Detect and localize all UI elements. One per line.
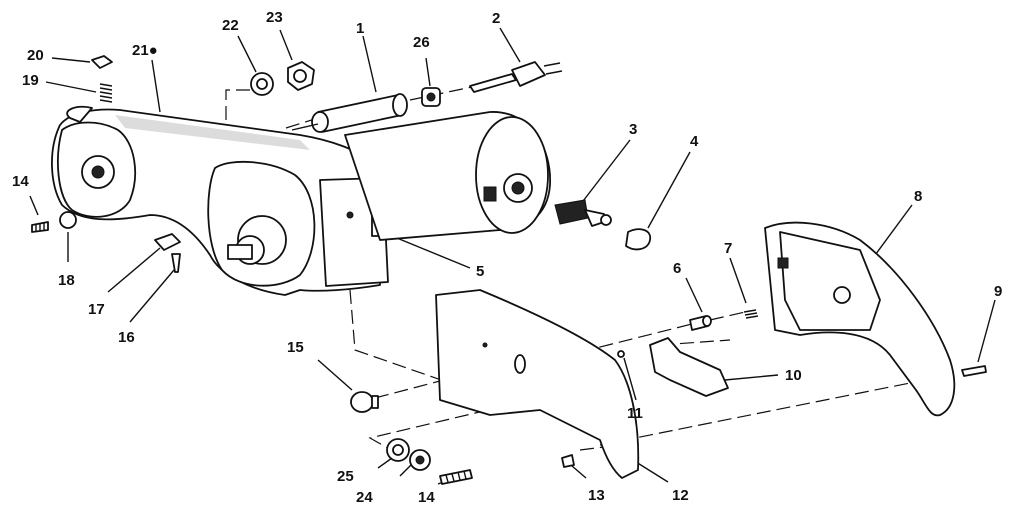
callout-14-left: 14	[12, 173, 29, 190]
motor-cylinder	[344, 111, 551, 241]
callout-12: 12	[672, 487, 689, 504]
callout-20: 20	[27, 47, 44, 64]
leader-lines	[29, 27, 996, 485]
callout-14-bottom: 14	[418, 489, 435, 506]
callout-labels: 1 2 3 4 5 6 7 8 9 10 11 12 13 14 14 15 1…	[12, 9, 1002, 506]
callout-6: 6	[673, 260, 681, 277]
spring-and-knob-parts	[91, 55, 113, 103]
callout-26: 26	[413, 34, 430, 51]
left-fastener-parts	[31, 211, 181, 273]
right-small-parts	[561, 309, 987, 468]
callout-11: 11	[627, 405, 643, 422]
callout-4: 4	[690, 133, 699, 150]
knob-part	[350, 391, 379, 413]
spindle-shaft-part	[291, 93, 408, 133]
callout-5: 5	[476, 263, 484, 280]
bushing-part	[421, 87, 441, 107]
callout-17: 17	[88, 301, 105, 318]
callout-10: 10	[785, 367, 802, 384]
callout-23: 23	[266, 9, 283, 26]
rear-frame-part	[764, 221, 956, 417]
washer-and-nut-parts	[250, 61, 315, 96]
callout-8: 8	[914, 188, 922, 205]
base-plate-part	[435, 289, 640, 479]
callout-2: 2	[492, 10, 500, 27]
callout-18: 18	[58, 272, 75, 289]
callout-16: 16	[118, 329, 135, 346]
bottom-fastener-parts	[386, 438, 473, 485]
switch-and-lamp-parts	[554, 199, 652, 251]
callout-13: 13	[588, 487, 605, 504]
power-plug-part	[469, 61, 563, 93]
callout-19: 19	[22, 72, 39, 89]
callout-15: 15	[287, 339, 304, 356]
callout-1: 1	[356, 20, 364, 37]
motor-housing-arm	[51, 105, 389, 296]
callout-9: 9	[994, 283, 1002, 300]
callout-22: 22	[222, 17, 239, 34]
callout-7: 7	[724, 240, 732, 257]
callout-24: 24	[356, 489, 373, 506]
callout-25: 25	[337, 468, 354, 485]
callout-3: 3	[629, 121, 637, 138]
callout-21: 21●	[132, 42, 158, 59]
